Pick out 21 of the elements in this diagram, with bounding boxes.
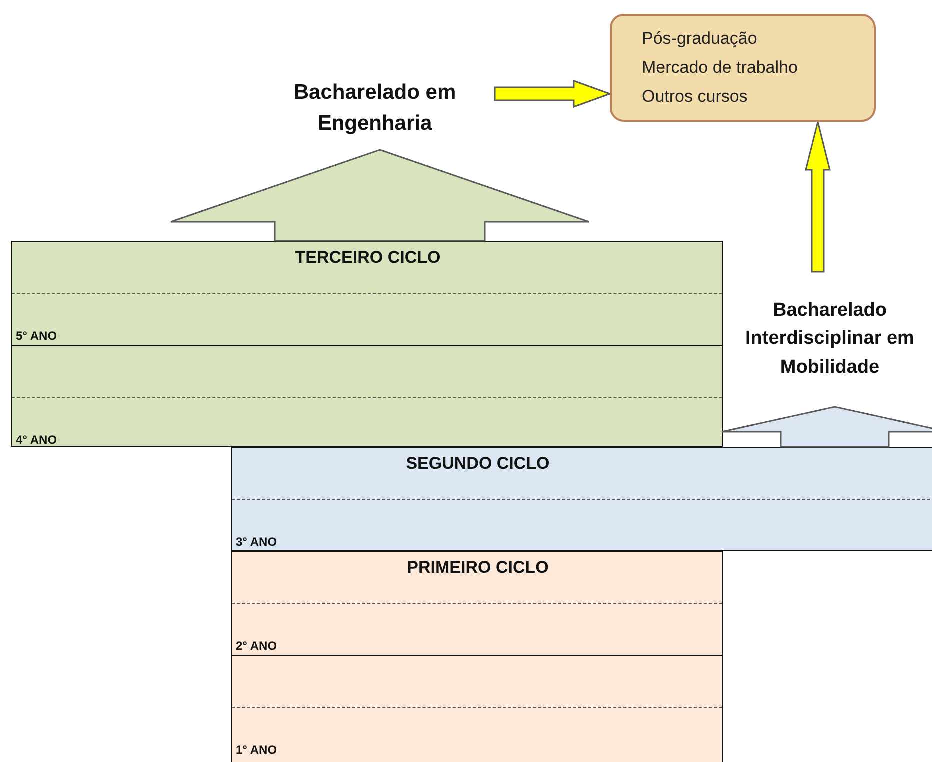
block-arrow [170, 149, 590, 242]
cycle-band [11, 241, 723, 447]
year-label: 2° ANO [236, 639, 278, 653]
cycle-title: PRIMEIRO CICLO [407, 558, 549, 578]
block-arrow [721, 406, 932, 448]
year-label: 3° ANO [236, 535, 278, 549]
cycle-band [231, 551, 723, 762]
cycle-title: TERCEIRO CICLO [295, 248, 441, 268]
degree-label: Bacharelado Interdisciplinar em Mobilidade [744, 298, 916, 380]
degree-label: Bacharelado em Engenharia [292, 80, 458, 137]
outcome-item: Pós-graduação [642, 28, 758, 50]
outcome-box [610, 14, 876, 122]
year-label: 4° ANO [16, 433, 58, 447]
block-arrow [805, 121, 831, 273]
cycle-band [231, 447, 932, 551]
year-label: 5° ANO [16, 329, 58, 343]
block-arrow [494, 80, 612, 108]
outcome-item: Outros cursos [642, 86, 749, 108]
cycle-title: SEGUNDO CICLO [406, 454, 550, 474]
year-label: 1° ANO [236, 743, 278, 757]
outcome-item: Mercado de trabalho [642, 57, 799, 79]
